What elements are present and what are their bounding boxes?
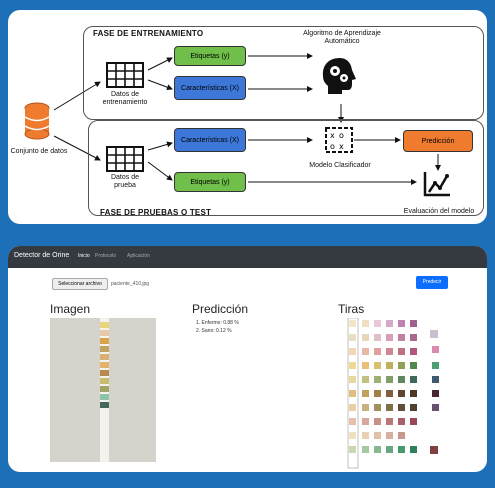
diagram-arrows: [53, 53, 441, 185]
svg-text:o: o: [339, 131, 344, 140]
nav-item-inicio[interactable]: Inicio: [78, 253, 90, 259]
diagram-connectors: [53, 53, 441, 185]
test-phase-title: FASE DE PRUEBAS O TEST: [100, 208, 212, 217]
prediction-node: Predicción: [403, 130, 473, 152]
arrow-training-to-features: [147, 79, 173, 91]
svg-text:o: o: [330, 142, 335, 151]
chart-swatches: [349, 320, 439, 454]
training-table-icon: [106, 62, 144, 88]
prediction-heading: Predicción: [192, 302, 249, 316]
training-phase-title: FASE DE ENTRENAMIENTO: [93, 29, 204, 38]
test-labels-node: Etiquetas (y): [174, 172, 246, 192]
test-table-icon: [106, 146, 144, 172]
predict-button[interactable]: Predecir: [416, 276, 448, 289]
nav-item-protocolo[interactable]: Protocolo: [95, 253, 117, 259]
brain-gears-icon: [322, 58, 356, 94]
dataset-label: Conjunto de datos: [10, 148, 68, 155]
classifier-icon: x o o x: [325, 127, 353, 153]
image-heading: Imagen: [50, 302, 91, 316]
evaluation-label: Evaluación del modelo: [403, 208, 475, 215]
arrow-test-to-labels: [147, 161, 173, 181]
svg-text:x: x: [339, 142, 344, 151]
training-features-node: Características (X): [174, 76, 246, 100]
test-phase-box: [88, 120, 484, 216]
nav-item-aplicacion[interactable]: Aplicación: [127, 253, 150, 259]
navbar-brand[interactable]: Detector de Orine: [14, 252, 70, 259]
app-screenshot-panel: Detector de Orine Inicio Protocolo Aplic…: [8, 246, 487, 472]
result-sick: 1. Enfermo: 0.88 %: [196, 320, 239, 326]
training-phase-box: [83, 26, 484, 120]
training-labels-node: Etiquetas (y): [174, 46, 246, 66]
training-data-label: Datos de entrenamiento: [102, 91, 148, 106]
algorithm-label: Algoritmo de Aprendizaje Automático: [303, 30, 381, 45]
file-name: paciente_410.jpg: [111, 281, 150, 287]
result-healthy: 2. Sano: 0.12 %: [196, 328, 232, 334]
urine-strip-photo: [50, 318, 156, 462]
test-data-label: Datos de prueba: [110, 174, 140, 189]
navbar: Detector de Orine Inicio Protocolo Aplic…: [8, 246, 487, 268]
chart-evaluation-icon: [423, 172, 450, 197]
file-select-button[interactable]: Seleccionar archivo: [52, 278, 108, 290]
test-features-node: Características (X): [174, 128, 246, 152]
svg-text:x: x: [330, 131, 335, 140]
arrow-training-to-labels: [147, 57, 173, 71]
arrow-test-to-features: [147, 141, 173, 151]
strips-heading: Tiras: [338, 302, 365, 316]
arrow-dataset-to-test: [53, 135, 101, 161]
strip-color-chart: [334, 318, 456, 470]
classifier-label: Modelo Clasificador: [309, 162, 371, 169]
arrow-dataset-to-training: [53, 81, 101, 111]
ml-diagram-panel: FASE DE ENTRENAMIENTO FASE DE PRUEBAS O …: [8, 10, 487, 224]
database-icon: [24, 102, 50, 140]
